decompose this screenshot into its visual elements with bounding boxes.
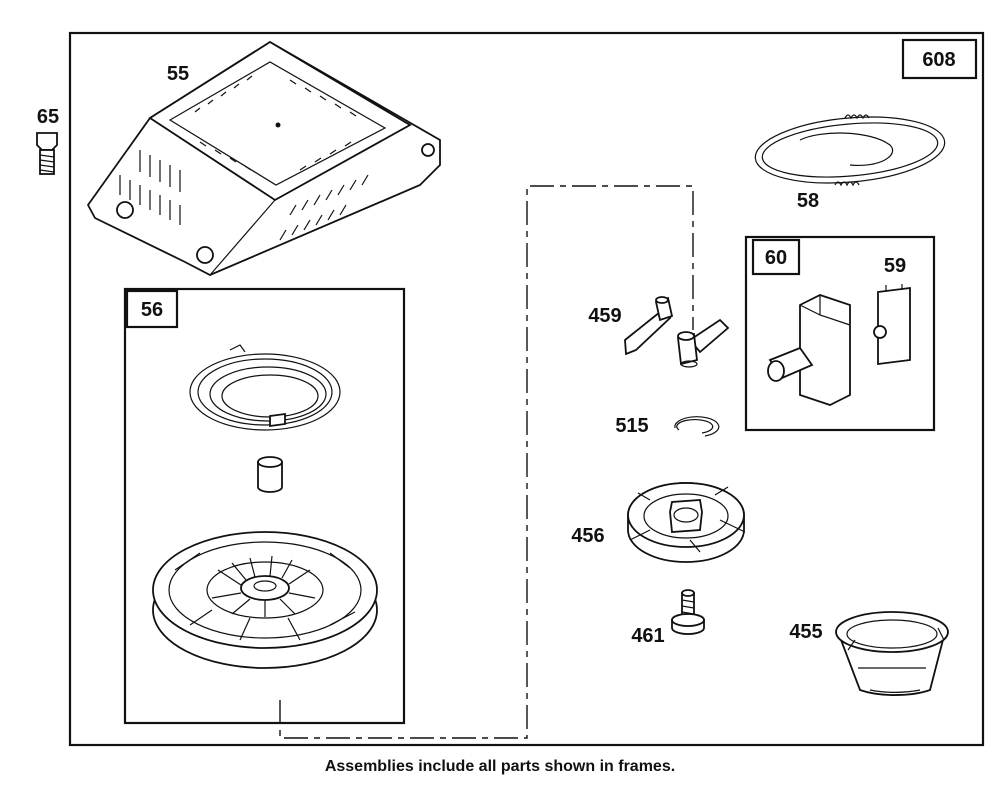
recoil-starter-frame-tag bbox=[125, 289, 179, 329]
label-59: 59 bbox=[884, 255, 906, 277]
ratchet-screw-part-461: 461 bbox=[631, 589, 705, 647]
fuel-filter-frame bbox=[744, 235, 936, 432]
fuel-line-part-58: 58 bbox=[754, 114, 946, 212]
label-455: 455 bbox=[789, 621, 822, 643]
outer-frame-tag bbox=[901, 38, 978, 80]
retainer-ring-part-515: 515 bbox=[615, 415, 720, 437]
label-459: 459 bbox=[588, 305, 621, 327]
starter-cup-part-455: 455 bbox=[789, 611, 949, 696]
diagram-caption: Assemblies include all parts shown in fr… bbox=[324, 758, 676, 775]
label-515: 515 bbox=[615, 415, 648, 437]
assembly-connection-line bbox=[279, 185, 694, 739]
fuel-filter-frame-number: 60 bbox=[765, 247, 787, 269]
label-461: 461 bbox=[631, 625, 664, 647]
starter-pawls-part-459: 459 bbox=[588, 296, 730, 368]
starter-pulley-part bbox=[152, 531, 378, 669]
filter-clip-part-59: 59 bbox=[873, 255, 911, 366]
label-65: 65 bbox=[37, 106, 59, 128]
label-456: 456 bbox=[571, 525, 604, 547]
outer-assembly-frame bbox=[68, 31, 985, 747]
blower-housing-part-55: 55 bbox=[86, 40, 441, 276]
fuel-filter-frame-tag bbox=[751, 238, 801, 276]
outer-frame-number: 608 bbox=[922, 49, 955, 71]
bolt-part-65: 65 bbox=[36, 106, 59, 175]
recoil-starter-frame-number: 56 bbox=[141, 299, 163, 321]
pulley-pin-part bbox=[257, 456, 283, 493]
label-58: 58 bbox=[797, 190, 819, 212]
recoil-starter-frame bbox=[123, 287, 406, 725]
fuel-filter-part bbox=[767, 294, 851, 406]
label-55: 55 bbox=[167, 63, 189, 85]
recoil-spring-part bbox=[189, 344, 341, 431]
starter-ratchet-part-456: 456 bbox=[571, 482, 746, 563]
